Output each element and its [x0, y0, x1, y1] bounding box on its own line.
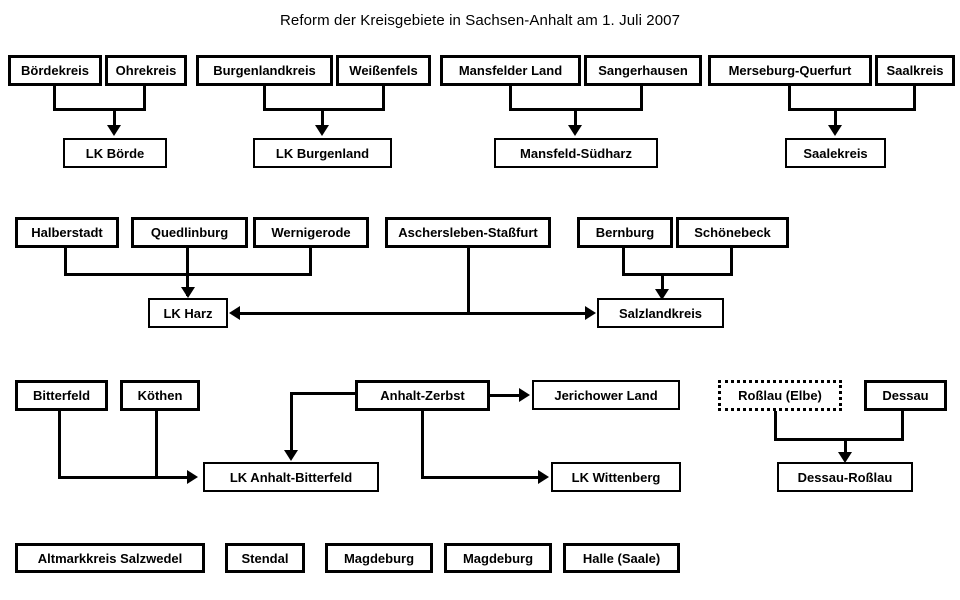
edge-weissenfels-down — [382, 86, 385, 111]
arrowhead-saalekreis — [828, 125, 842, 136]
node-koethen: Köthen — [120, 380, 200, 411]
edge-ohrekreis-down — [143, 86, 146, 111]
arrowhead-salzland — [655, 289, 669, 300]
edge-koethen-down — [155, 411, 158, 478]
node-lk-burgenland: LK Burgenland — [253, 138, 392, 168]
arrowhead-anhalt-bitterfeld-left — [187, 470, 198, 484]
node-schoenebeck: Schönebeck — [676, 217, 789, 248]
edge-anhalt-zerbst-to-wittenberg — [421, 476, 539, 479]
edge-burgenlandkreis-down — [263, 86, 266, 111]
edge-saalekreis-stem — [834, 108, 837, 126]
node-lk-wittenberg: LK Wittenberg — [551, 462, 681, 492]
node-quedlinburg: Quedlinburg — [131, 217, 248, 248]
arrowhead-harz-from-aschersleben — [229, 306, 240, 320]
edge-anhalt-zerbst-down — [421, 411, 424, 478]
edge-dessau-down — [901, 411, 904, 441]
node-saalkreis: Saalkreis — [875, 55, 955, 86]
page-title: Reform der Kreisgebiete in Sachsen-Anhal… — [279, 12, 681, 29]
edge-rosslau-down — [774, 411, 777, 441]
node-stendal: Stendal — [225, 543, 305, 573]
node-salzlandkreis: Salzlandkreis — [597, 298, 724, 328]
node-magdeburg-kreis: Magdeburg — [325, 543, 433, 573]
edge-salzland-join — [622, 273, 733, 276]
node-wernigerode: Wernigerode — [253, 217, 369, 248]
edge-aschersleben-to-harz — [240, 312, 470, 315]
arrowhead-mansfeld — [568, 125, 582, 136]
node-bitterfeld: Bitterfeld — [15, 380, 108, 411]
edge-boerdekreis-down — [53, 86, 56, 111]
node-aschersleben-stassfurt: Aschersleben-Staßfurt — [385, 217, 551, 248]
node-jerichower-land: Jerichower Land — [532, 380, 680, 410]
node-ohrekreis: Ohrekreis — [105, 55, 187, 86]
arrowhead-burgenland — [315, 125, 329, 136]
edge-burgenland-join — [263, 108, 385, 111]
node-altmarkkreis-salzwedel: Altmarkkreis Salzwedel — [15, 543, 205, 573]
edge-bernburg-down — [622, 248, 625, 276]
node-lk-boerde: LK Börde — [63, 138, 167, 168]
node-lk-harz: LK Harz — [148, 298, 228, 328]
node-rosslau-elbe: Roßlau (Elbe) — [718, 380, 842, 411]
arrowhead-jerichower-land — [519, 388, 530, 402]
edge-bitterfeld-koethen-right — [58, 476, 188, 479]
edge-dessau-rosslau-stem — [844, 438, 847, 454]
node-anhalt-zerbst: Anhalt-Zerbst — [355, 380, 490, 411]
edge-saalekreis-join — [788, 108, 916, 111]
arrowhead-salzland-from-aschersleben — [585, 306, 596, 320]
edge-sangerhausen-down — [640, 86, 643, 111]
arrowhead-harz — [181, 287, 195, 298]
node-halle-saale: Halle (Saale) — [563, 543, 680, 573]
edge-bitterfeld-down — [58, 411, 61, 478]
arrowhead-lk-wittenberg — [538, 470, 549, 484]
edge-halberstadt-down — [64, 248, 67, 276]
edge-aschersleben-down — [467, 248, 470, 315]
node-magdeburg-stadt: Magdeburg — [444, 543, 552, 573]
node-merseburg-querfurt: Merseburg-Querfurt — [708, 55, 872, 86]
node-halberstadt: Halberstadt — [15, 217, 119, 248]
edge-mansfeld-stem — [574, 108, 577, 126]
node-sangerhausen: Sangerhausen — [584, 55, 702, 86]
node-bernburg: Bernburg — [577, 217, 673, 248]
edge-boerde-join — [53, 108, 146, 111]
arrowhead-boerde — [107, 125, 121, 136]
edge-aschersleben-to-salzland — [467, 312, 586, 315]
node-burgenlandkreis: Burgenlandkreis — [196, 55, 333, 86]
arrowhead-anhalt-bitterfeld-top — [284, 450, 298, 461]
node-dessau: Dessau — [864, 380, 947, 411]
node-saalekreis-new: Saalekreis — [785, 138, 886, 168]
node-mansfeld-suedharz: Mansfeld-Südharz — [494, 138, 658, 168]
edge-wernigerode-down — [309, 248, 312, 276]
edge-schoenebeck-down — [730, 248, 733, 276]
edge-anhalt-zerbst-left-down — [290, 392, 293, 452]
arrowhead-dessau-rosslau — [838, 452, 852, 463]
node-dessau-rosslau: Dessau-Roßlau — [777, 462, 913, 492]
edge-anhalt-zerbst-left — [290, 392, 356, 395]
node-mansfelder-land: Mansfelder Land — [440, 55, 581, 86]
edge-saalkreis-down — [913, 86, 916, 111]
node-boerdekreis: Bördekreis — [8, 55, 102, 86]
edge-burgenland-stem — [321, 108, 324, 126]
edge-dessau-rosslau-join — [774, 438, 904, 441]
edge-boerde-stem — [113, 108, 116, 126]
edge-salzland-stem — [661, 273, 664, 291]
node-weissenfels: Weißenfels — [336, 55, 431, 86]
node-lk-anhalt-bitterfeld: LK Anhalt-Bitterfeld — [203, 462, 379, 492]
edge-quedlinburg-down — [186, 248, 189, 296]
edge-anhalt-zerbst-to-jerichower — [490, 394, 520, 397]
edge-mansfelder-land-down — [509, 86, 512, 111]
edge-merseburg-querfurt-down — [788, 86, 791, 111]
